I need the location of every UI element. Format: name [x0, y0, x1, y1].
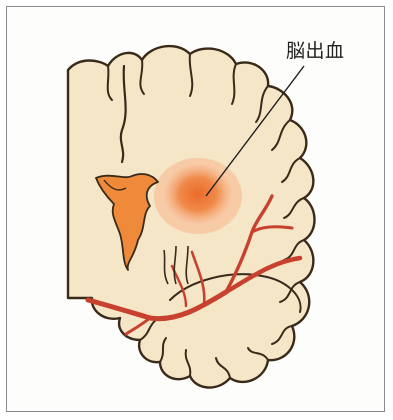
callout-label: 脳出血 — [286, 36, 345, 63]
hemorrhage-spot — [164, 164, 232, 224]
